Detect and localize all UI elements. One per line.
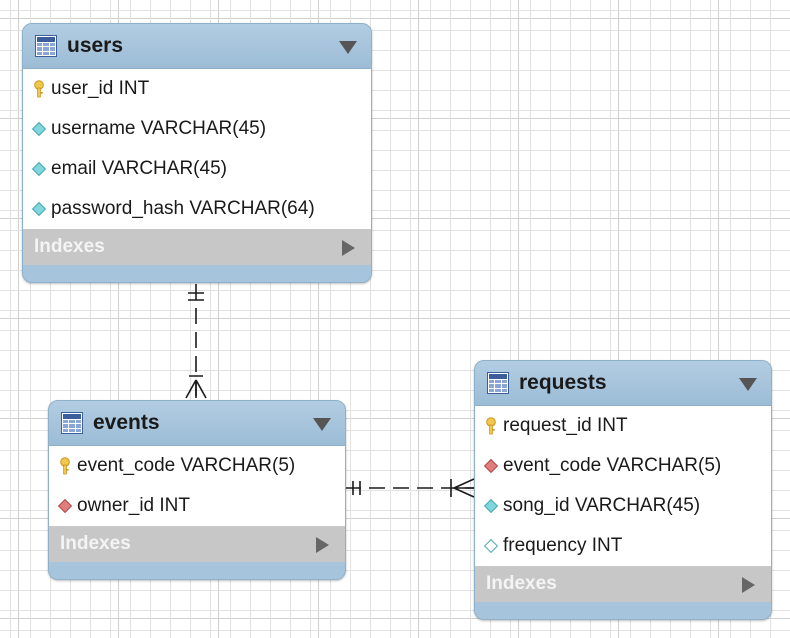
entity-footer [23, 265, 371, 282]
teal-diamond-icon [31, 201, 47, 217]
indexes-label: Indexes [60, 533, 131, 554]
column-list: event_code VARCHAR(5) owner_id INT [49, 445, 345, 526]
column-name: request_id INT [503, 415, 628, 436]
red-diamond-icon [483, 458, 499, 474]
teal-diamond-icon [483, 498, 499, 514]
column-name: event_code VARCHAR(5) [503, 455, 722, 476]
column-name: frequency INT [503, 535, 623, 556]
column-row[interactable]: frequency INT [475, 526, 771, 566]
column-row[interactable]: email VARCHAR(45) [23, 149, 371, 189]
column-name: email VARCHAR(45) [51, 158, 227, 179]
indexes-section[interactable]: Indexes [49, 526, 345, 562]
entity-title: requests [519, 371, 607, 394]
collapse-triangle-icon[interactable] [739, 378, 757, 391]
teal-diamond-icon [31, 121, 47, 137]
table-icon [61, 412, 83, 434]
expand-triangle-icon[interactable] [742, 577, 755, 593]
column-row[interactable]: event_code VARCHAR(5) [49, 446, 345, 486]
key-icon [57, 457, 73, 475]
column-row[interactable]: song_id VARCHAR(45) [475, 486, 771, 526]
open-diamond-icon [483, 538, 499, 554]
entity-requests[interactable]: requests request_id INT event_code VARCH… [474, 360, 772, 620]
mandatory-many-marker-requests [450, 478, 475, 498]
expand-triangle-icon[interactable] [342, 240, 355, 256]
column-name: username VARCHAR(45) [51, 118, 267, 139]
column-name: user_id INT [51, 78, 150, 99]
mandatory-many-marker-events [185, 375, 207, 399]
entity-header[interactable]: users [23, 24, 371, 68]
entity-users[interactable]: users user_id INT username VARCHAR(45) e… [22, 23, 372, 283]
collapse-triangle-icon[interactable] [339, 41, 357, 54]
table-icon [35, 35, 57, 57]
column-row[interactable]: request_id INT [475, 406, 771, 446]
entity-header[interactable]: requests [475, 361, 771, 405]
column-list: user_id INT username VARCHAR(45) email V… [23, 68, 371, 229]
indexes-section[interactable]: Indexes [23, 229, 371, 265]
teal-diamond-icon [31, 161, 47, 177]
red-diamond-icon [57, 498, 73, 514]
key-icon [483, 417, 499, 435]
column-list: request_id INT event_code VARCHAR(5) son… [475, 405, 771, 566]
indexes-section[interactable]: Indexes [475, 566, 771, 602]
table-icon [487, 372, 509, 394]
column-name: song_id VARCHAR(45) [503, 495, 701, 516]
entity-events[interactable]: events event_code VARCHAR(5) owner_id IN… [48, 400, 346, 580]
column-name: password_hash VARCHAR(64) [51, 198, 315, 219]
collapse-triangle-icon[interactable] [313, 418, 331, 431]
indexes-label: Indexes [486, 573, 557, 594]
mandatory-one-marker-events [352, 481, 361, 495]
entity-header[interactable]: events [49, 401, 345, 445]
column-name: owner_id INT [77, 495, 190, 516]
column-row[interactable]: owner_id INT [49, 486, 345, 526]
entity-footer [49, 562, 345, 579]
entity-title: users [67, 34, 124, 57]
column-row[interactable]: username VARCHAR(45) [23, 109, 371, 149]
indexes-label: Indexes [34, 236, 105, 257]
key-icon [31, 80, 47, 98]
mandatory-one-marker-users [188, 292, 204, 301]
expand-triangle-icon[interactable] [316, 537, 329, 553]
entity-title: events [93, 411, 160, 434]
column-row[interactable]: user_id INT [23, 69, 371, 109]
column-row[interactable]: password_hash VARCHAR(64) [23, 189, 371, 229]
column-name: event_code VARCHAR(5) [77, 455, 296, 476]
column-row[interactable]: event_code VARCHAR(5) [475, 446, 771, 486]
entity-footer [475, 602, 771, 619]
